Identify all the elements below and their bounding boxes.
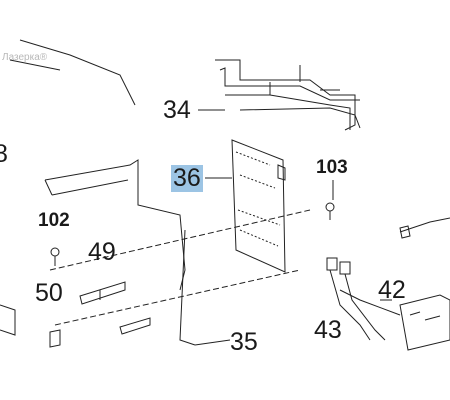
part-36-pcb <box>231 139 286 273</box>
part-43-harness <box>326 257 401 341</box>
label-34: 34 <box>163 96 191 124</box>
label-43: 43 <box>314 316 342 344</box>
watermark-text: Лазерка® <box>2 52 48 63</box>
screw-102 <box>50 247 60 266</box>
label-49: 49 <box>88 238 116 266</box>
part-34-frame <box>215 59 361 131</box>
label-8-cut: 8 <box>0 140 8 168</box>
part-42-board <box>399 294 450 351</box>
label-103: 103 <box>316 157 348 178</box>
label-102: 102 <box>38 210 70 231</box>
label-35: 35 <box>230 328 258 356</box>
mount-line-2 <box>54 269 301 326</box>
label-50: 50 <box>35 279 63 307</box>
cable-connector-right <box>399 217 450 239</box>
label-36: 36 <box>171 164 203 192</box>
top-left-bracket <box>9 39 136 106</box>
screw-103 <box>325 202 335 220</box>
part-50-bracket <box>49 317 151 348</box>
part-35-lead <box>194 339 231 346</box>
label-42: 42 <box>378 276 406 304</box>
part-49-rail <box>79 281 126 305</box>
ribbon-cable <box>44 159 186 291</box>
